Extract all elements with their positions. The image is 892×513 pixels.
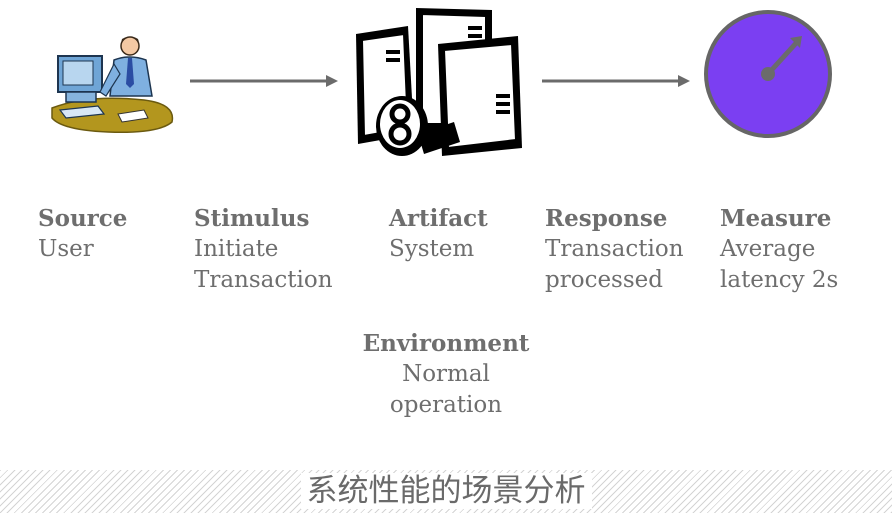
measure-value-line-2: latency 2s [720,267,839,293]
servers-icon [356,8,522,156]
source-value: User [38,236,94,262]
response-value-line-1: Transaction [545,236,684,262]
environment-block: Environment Normal operation [330,328,562,421]
person-at-computer-icon [51,36,174,134]
artifact-label: Artifact [389,205,488,232]
artifact-column: Artifact System [389,203,488,265]
stimulus-value-line-2: Transaction [194,267,333,293]
arrow-response [542,75,690,87]
source-column: Source User [38,203,127,265]
response-value-line-2: processed [545,267,663,293]
environment-value-line-1: Normal [402,361,490,387]
stimulus-value-line-1: Initiate [194,236,279,262]
response-column: Response Transaction processed [545,203,684,296]
measure-label: Measure [720,205,832,232]
footer-title-text: 系统性能的场景分析 [300,473,592,509]
response-label: Response [545,205,668,232]
environment-label: Environment [362,330,530,357]
gauge-icon [704,10,832,138]
arrow-stimulus [190,75,338,87]
source-label: Source [38,205,128,232]
measure-value-line-1: Average [720,236,816,262]
stimulus-column: Stimulus Initiate Transaction [194,203,333,296]
artifact-value: System [389,236,475,262]
measure-column: Measure Average latency 2s [720,203,838,296]
environment-value-line-2: operation [389,392,503,418]
footer-title: 系统性能的场景分析 [0,470,892,513]
stimulus-label: Stimulus [194,205,310,232]
